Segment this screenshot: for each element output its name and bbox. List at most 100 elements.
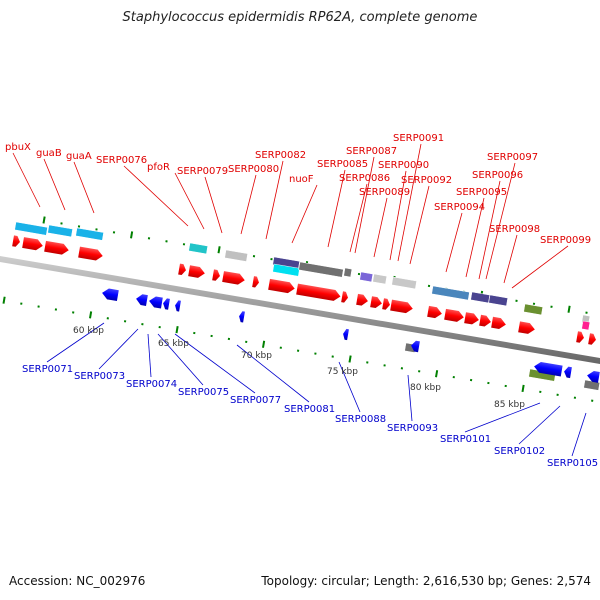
forward-label-leader: [445, 212, 463, 273]
cds-box: [75, 227, 104, 241]
forward-gene-label: SERP0092: [401, 175, 452, 186]
forward-gene-arrow: [252, 276, 259, 288]
reverse-label-leader: [236, 344, 310, 403]
reverse-gene-arrow: [587, 370, 600, 383]
minor-tick: [504, 384, 507, 388]
forward-gene-arrow: [427, 305, 442, 319]
scale-label: 75 kbp: [327, 367, 358, 377]
reverse-gene-arrow: [239, 311, 245, 323]
forward-gene-label: SERP0080: [228, 164, 279, 175]
cds-box: [470, 291, 491, 304]
forward-label-leader: [409, 185, 430, 265]
forward-gene-arrow: [576, 331, 584, 343]
forward-gene-arrow: [588, 333, 596, 345]
reverse-label-leader: [571, 412, 587, 457]
forward-gene-arrow: [464, 312, 479, 325]
forward-gene-arrow: [444, 308, 464, 322]
cds-box: [14, 221, 48, 236]
reverse-label-leader: [98, 328, 139, 370]
major-tick: [435, 370, 439, 378]
reverse-gene-arrow: [411, 340, 420, 353]
minor-tick: [539, 390, 542, 394]
reverse-gene-label: SERP0075: [178, 387, 229, 398]
forward-gene-arrow: [222, 271, 245, 285]
reverse-label-leader: [147, 333, 152, 378]
forward-label-leader: [397, 143, 422, 262]
cds-box: [488, 294, 509, 307]
forward-gene-label: SERP0097: [487, 152, 538, 163]
minor-tick: [487, 381, 490, 385]
forward-gene-arrow: [296, 283, 341, 301]
forward-gene-arrow: [341, 291, 348, 303]
forward-gene-label: SERP0082: [255, 150, 306, 161]
minor-tick: [427, 284, 431, 288]
reverse-label-leader: [518, 405, 561, 445]
reverse-gene-label: SERP0105: [547, 458, 598, 469]
minor-tick: [158, 325, 161, 329]
forward-label-leader: [503, 234, 518, 284]
reverse-gene-arrow: [534, 361, 563, 377]
reverse-gene-label: SERP0088: [335, 414, 386, 425]
genome-summary-text: Topology: circular; Length: 2,616,530 bp…: [261, 574, 591, 588]
scale-label: 80 kbp: [410, 383, 441, 393]
forward-gene-arrow: [390, 299, 413, 314]
reverse-gene-arrow: [175, 300, 181, 312]
cds-box: [272, 263, 300, 277]
major-tick: [2, 296, 6, 304]
minor-tick: [366, 361, 369, 364]
forward-label-leader: [73, 161, 95, 214]
scale-label: 85 kbp: [494, 400, 525, 410]
minor-tick: [210, 334, 213, 338]
minor-tick: [252, 255, 256, 258]
forward-gene-label: SERP0099: [540, 235, 591, 246]
minor-tick: [418, 370, 421, 373]
minor-tick: [60, 222, 63, 225]
forward-gene-arrow: [44, 240, 69, 255]
forward-gene-label: guaA: [66, 151, 92, 162]
forward-gene-arrow: [382, 298, 390, 310]
reverse-gene-label: SERP0101: [440, 434, 491, 445]
reverse-label-leader: [338, 361, 361, 413]
minor-tick: [20, 302, 23, 305]
minor-tick: [112, 231, 116, 234]
major-tick: [262, 340, 266, 348]
minor-tick: [532, 302, 536, 305]
major-tick: [130, 231, 134, 239]
minor-tick: [182, 243, 186, 246]
reverse-gene-label: SERP0073: [74, 371, 125, 382]
minor-tick: [227, 337, 231, 341]
forward-gene-label: SERP0098: [489, 224, 540, 235]
forward-label-leader: [43, 158, 66, 211]
forward-label-leader: [174, 172, 205, 230]
minor-tick: [357, 272, 361, 276]
forward-gene-arrow: [370, 296, 382, 309]
accession-text: Accession: NC_002976: [9, 574, 146, 588]
forward-gene-arrow: [479, 314, 491, 327]
minor-tick: [400, 367, 404, 370]
reverse-gene-label: SERP0077: [230, 395, 281, 406]
reverse-gene-arrow: [102, 288, 119, 302]
minor-tick: [147, 237, 151, 240]
major-tick: [348, 355, 352, 363]
forward-label-leader: [354, 156, 375, 254]
reverse-gene-label: SERP0093: [387, 423, 438, 434]
forward-gene-label: SERP0096: [472, 170, 523, 181]
cds-box: [47, 224, 73, 238]
reverse-gene-arrow: [149, 296, 163, 309]
major-tick: [42, 216, 46, 224]
minor-tick: [106, 317, 109, 320]
minor-tick: [279, 346, 282, 349]
major-tick: [89, 311, 93, 319]
forward-gene-arrow: [78, 246, 103, 261]
major-tick: [521, 384, 525, 393]
cds-box: [523, 303, 544, 316]
forward-gene-label: SERP0079: [177, 166, 228, 177]
forward-gene-label: pfoR: [147, 162, 170, 173]
minor-tick: [573, 396, 577, 399]
minor-tick: [165, 240, 168, 243]
forward-gene-label: SERP0087: [346, 146, 397, 157]
minor-tick: [550, 305, 553, 308]
forward-gene-label: SERP0089: [359, 187, 410, 198]
forward-gene-label: SERP0091: [393, 133, 444, 144]
forward-gene-label: pbuX: [5, 142, 31, 153]
